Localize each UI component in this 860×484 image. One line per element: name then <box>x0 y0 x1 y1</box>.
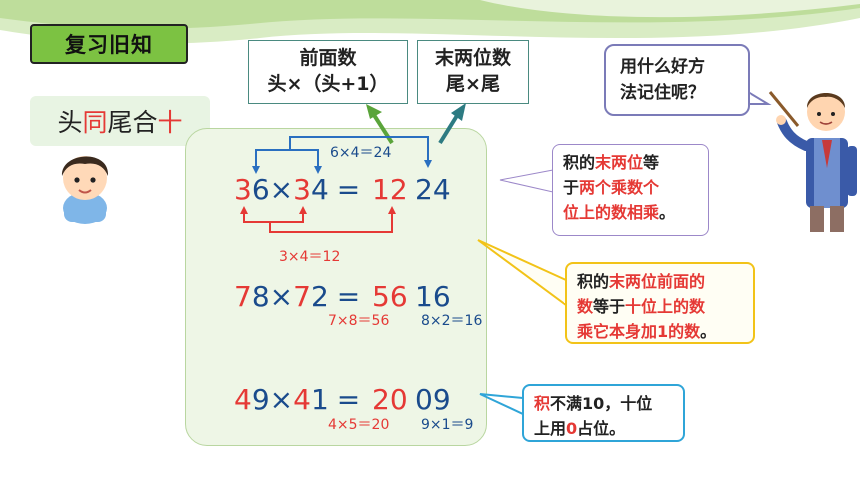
tip-bubble-last-two-digits: 积的末两位等 于两个乘数个 位上的数相乘。 <box>552 144 709 236</box>
rule-part-2: 同 <box>82 108 108 137</box>
example-2-head-calc: 7×8＝56 <box>328 313 390 329</box>
example-1-front-result: 12 <box>372 173 408 206</box>
example-2-back-result: 16 <box>415 280 451 313</box>
front-digits-box: 前面数 头×（头+1） <box>248 40 408 104</box>
rule-part-3: 尾合 <box>107 108 158 137</box>
example-2-tail-calc: 8×2＝16 <box>421 313 483 329</box>
example-1-back-result: 24 <box>415 173 451 206</box>
tip-bubble-front-digits: 积的末两位前面的 数等于十位上的数 乘它本身加1的数。 <box>565 262 755 344</box>
rule-part-4: 十 <box>157 108 183 137</box>
example-1-tail-calc: 6×4＝24 <box>330 145 392 161</box>
example-2-equation: 78×72= <box>234 280 361 313</box>
tail-digits-box: 末两位数 尾×尾 <box>417 40 529 104</box>
rule-label: 头同尾合十 <box>30 96 210 146</box>
tail-box-line2: 尾×尾 <box>446 73 500 95</box>
tail-box-line1: 末两位数 <box>434 47 511 70</box>
example-3-back-result: 09 <box>415 383 451 416</box>
rule-part-1: 头 <box>57 108 83 137</box>
worked-examples-panel <box>185 128 487 446</box>
example-2-front-result: 56 <box>372 280 408 313</box>
example-3-equation: 49×41= <box>234 383 361 416</box>
question-bubble: 用什么好方 法记住呢？ <box>604 44 750 116</box>
example-3-front-result: 20 <box>372 383 408 416</box>
example-1-equation: 36×34= <box>234 173 361 206</box>
tip-bubble-zero-placeholder: 积不满10，十位 上用0占位。 <box>522 384 685 442</box>
top-decoration <box>0 0 860 44</box>
front-box-line1: 前面数 <box>299 47 357 70</box>
example-3-head-calc: 4×5＝20 <box>328 417 390 433</box>
front-box-line2: 头×（头+1） <box>267 73 389 95</box>
section-title-badge: 复习旧知 <box>30 24 188 64</box>
example-3-tail-calc: 9×1＝9 <box>421 417 474 433</box>
example-1-head-calc: 3×4＝12 <box>279 249 341 265</box>
